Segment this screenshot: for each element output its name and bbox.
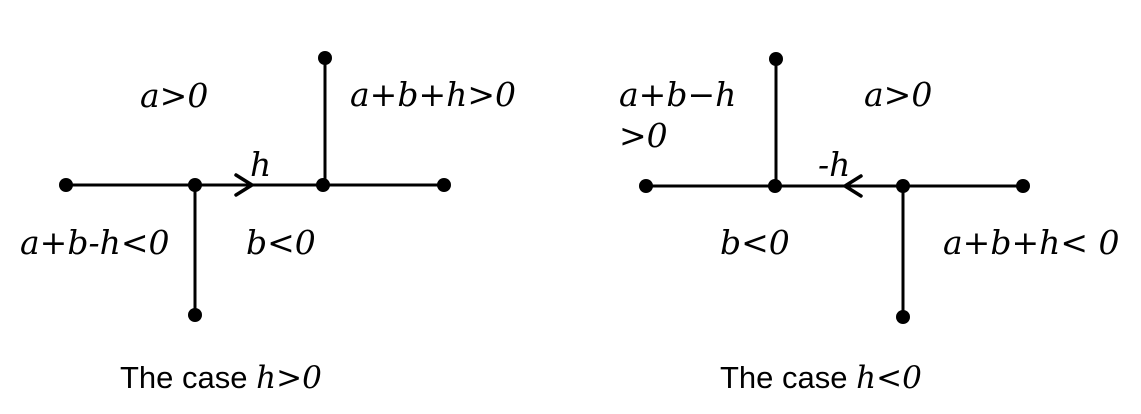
left-edge-label: h [250,145,271,184]
left-node-bottom [188,308,202,322]
left-caption-math: h>0 [256,360,322,396]
right-node-inner-left [768,179,782,193]
left-region-top-left-label: a>0 [140,76,208,115]
right-node-inner-right [896,179,910,193]
right-arrow-left-icon [843,174,863,198]
right-edge-label: -h [818,145,850,184]
left-caption-prefix: The case [120,360,256,395]
left-diagram: a>0 a+b+h>0 h a+b-h<0 b<0 The case h>0 [20,51,516,396]
right-region-top-left-label-line1: a+b−h [619,75,736,114]
left-node-inner-right [316,178,330,192]
right-node-top [769,52,783,66]
right-node-bottom [896,310,910,324]
left-node-far-left [59,178,73,192]
right-node-far-left [639,179,653,193]
right-diagram: a+b−h >0 a>0 -h b<0 a+b+h< 0 The case h<… [619,52,1120,396]
right-region-top-left-label-line2: >0 [619,116,668,155]
right-region-bottom-right-label: a+b+h< 0 [943,223,1120,262]
right-node-far-right [1016,179,1030,193]
right-caption: The case h<0 [692,360,942,396]
left-region-top-right-label: a+b+h>0 [350,75,516,114]
right-region-bottom-left-label: b<0 [720,223,790,262]
right-region-top-right-label: a>0 [864,75,932,114]
left-node-top [318,51,332,65]
left-region-bottom-right-label: b<0 [246,223,316,262]
right-caption-math: h<0 [856,360,922,396]
right-caption-prefix: The case [720,360,856,395]
left-region-bottom-left-label: a+b-h<0 [20,223,170,262]
left-arrow-right-icon [234,173,254,197]
left-caption: The case h>0 [92,360,342,396]
left-node-far-right [437,178,451,192]
left-node-inner-left [188,178,202,192]
